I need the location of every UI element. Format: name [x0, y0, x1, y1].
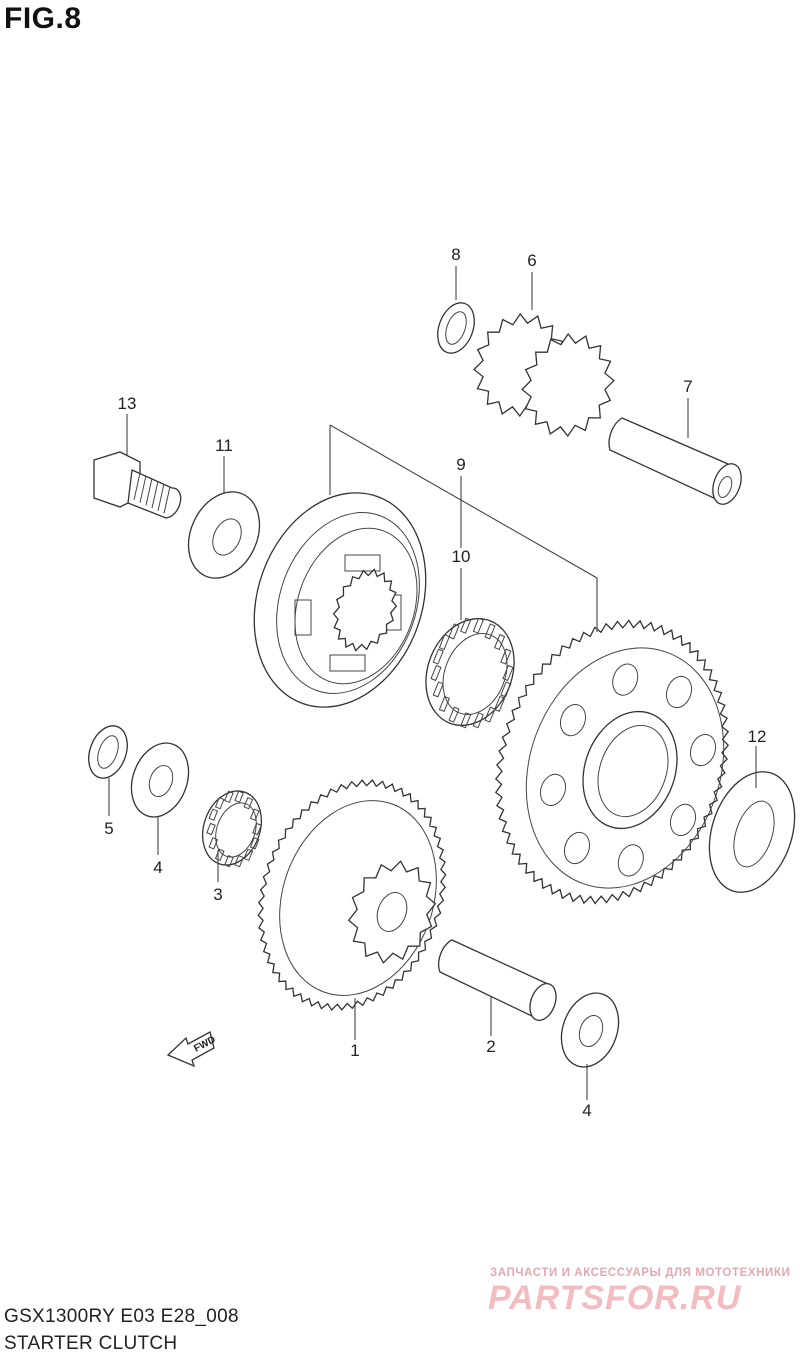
driven-gear-hole: [665, 675, 693, 709]
bolt-thread-line: [163, 486, 171, 514]
bearing-10-roller: [500, 648, 512, 665]
callout-7: 7: [683, 377, 692, 396]
callout-4-right: 4: [582, 1101, 591, 1120]
bearing-3-roller: [243, 796, 254, 810]
bearing-3-roller: [252, 822, 262, 836]
bearing-10-roller: [460, 712, 472, 729]
driven-gear-hole: [559, 704, 587, 737]
part-4-washer-right: [560, 992, 620, 1068]
bolt-thread-line: [157, 483, 165, 511]
bearing-10-roller: [484, 706, 496, 723]
part-11-washer: [187, 491, 261, 579]
callout-5: 5: [104, 819, 113, 838]
part-4-washer-left: [130, 742, 190, 818]
watermark-tagline: ЗАПЧАСТИ И АКСЕССУАРЫ ДЛЯ МОТОТЕХНИКИ: [490, 1267, 791, 1279]
callout-9: 9: [456, 455, 465, 474]
bearing-10-roller: [494, 634, 506, 651]
part-2-shaft: [438, 939, 557, 1021]
bolt-thread-line: [139, 475, 147, 503]
driven-gear-hole: [669, 803, 697, 836]
starter-driven-gear: [494, 619, 730, 905]
diagram-caption: STARTER CLUTCH: [4, 1333, 178, 1354]
callout-2: 2: [486, 1037, 495, 1056]
callout-4-left: 4: [153, 858, 162, 877]
bolt-thread-line: [145, 478, 153, 506]
watermark-brand: PARTSFOR.RU: [488, 1279, 742, 1317]
part-1-idle-gear: [257, 778, 447, 1012]
bearing-3-roller: [224, 790, 234, 804]
bearing-3-roller: [208, 837, 219, 850]
model-code: GSX1300RY E03 E28_008: [4, 1306, 239, 1327]
fwd-direction-arrow: FWD: [166, 1031, 218, 1068]
bearing-3-roller: [234, 854, 244, 868]
callout-13: 13: [118, 394, 137, 413]
bracket-9: [329, 424, 598, 632]
part-6-idle-gear: [473, 312, 615, 438]
bearing-3-roller: [249, 808, 260, 821]
part-12-washer: [708, 771, 796, 893]
bolt-thread-line: [151, 480, 159, 509]
idle-pinion-teeth: [347, 860, 437, 964]
driven-gear-hole: [539, 773, 567, 806]
bearing-3-roller: [214, 796, 225, 810]
bearing-3-roller: [243, 848, 254, 862]
bearing-10-roller: [448, 623, 460, 640]
leader-lines: [108, 266, 757, 1100]
bearing-10-roller: [484, 623, 496, 640]
bearing-10-roller: [472, 712, 484, 729]
part-9-starter-clutch: [253, 492, 427, 708]
callout-6: 6: [527, 251, 536, 270]
bearing-10-roller: [438, 634, 450, 651]
driven-gear-hole: [689, 734, 717, 767]
bearing-3-roller: [206, 822, 216, 836]
bearing-10-roller: [500, 681, 512, 698]
callout-8: 8: [451, 245, 460, 264]
part-8-lock-washer: [437, 302, 475, 354]
bolt-thread-line: [133, 472, 141, 501]
callout-10: 10: [452, 547, 471, 566]
bearing-10-roller: [432, 681, 444, 698]
part-7-shaft: [608, 417, 742, 505]
driven-gear-hole: [617, 844, 644, 877]
bearing-3-roller: [249, 837, 260, 850]
bearing-10-roller: [502, 664, 514, 682]
bearing-10-roller: [430, 664, 442, 682]
callout-1: 1: [350, 1041, 359, 1060]
bearing-10-roller: [438, 695, 450, 712]
bearing-10-roller: [460, 617, 472, 634]
clutch-inner-spline: [332, 568, 398, 652]
gear-6-rear-teeth: [521, 332, 615, 438]
bearing-3-roller: [208, 808, 219, 821]
part-5-lock-washer: [88, 725, 128, 779]
driven-gear-hole: [563, 831, 591, 865]
bearing-10-roller: [432, 648, 444, 665]
bearing-10-roller: [448, 706, 460, 723]
callout-numbers: 8 6 7 13 11 9 10 12 5 4 3 1 2 4: [104, 245, 766, 1120]
bearing-3-roller: [234, 790, 244, 804]
driven-gear-hole: [612, 663, 639, 696]
bearing-10-roller: [472, 617, 484, 634]
bearing-10-roller: [494, 695, 506, 712]
part-3-needle-bearing: [202, 790, 262, 868]
callout-12: 12: [748, 727, 767, 746]
figure-title: FIG.8: [4, 2, 82, 35]
bearing-3-roller: [224, 854, 234, 868]
callout-3: 3: [213, 885, 222, 904]
part-13-bolt: [93, 451, 182, 519]
part-10-needle-bearing: [425, 617, 515, 729]
callout-11: 11: [215, 436, 233, 455]
